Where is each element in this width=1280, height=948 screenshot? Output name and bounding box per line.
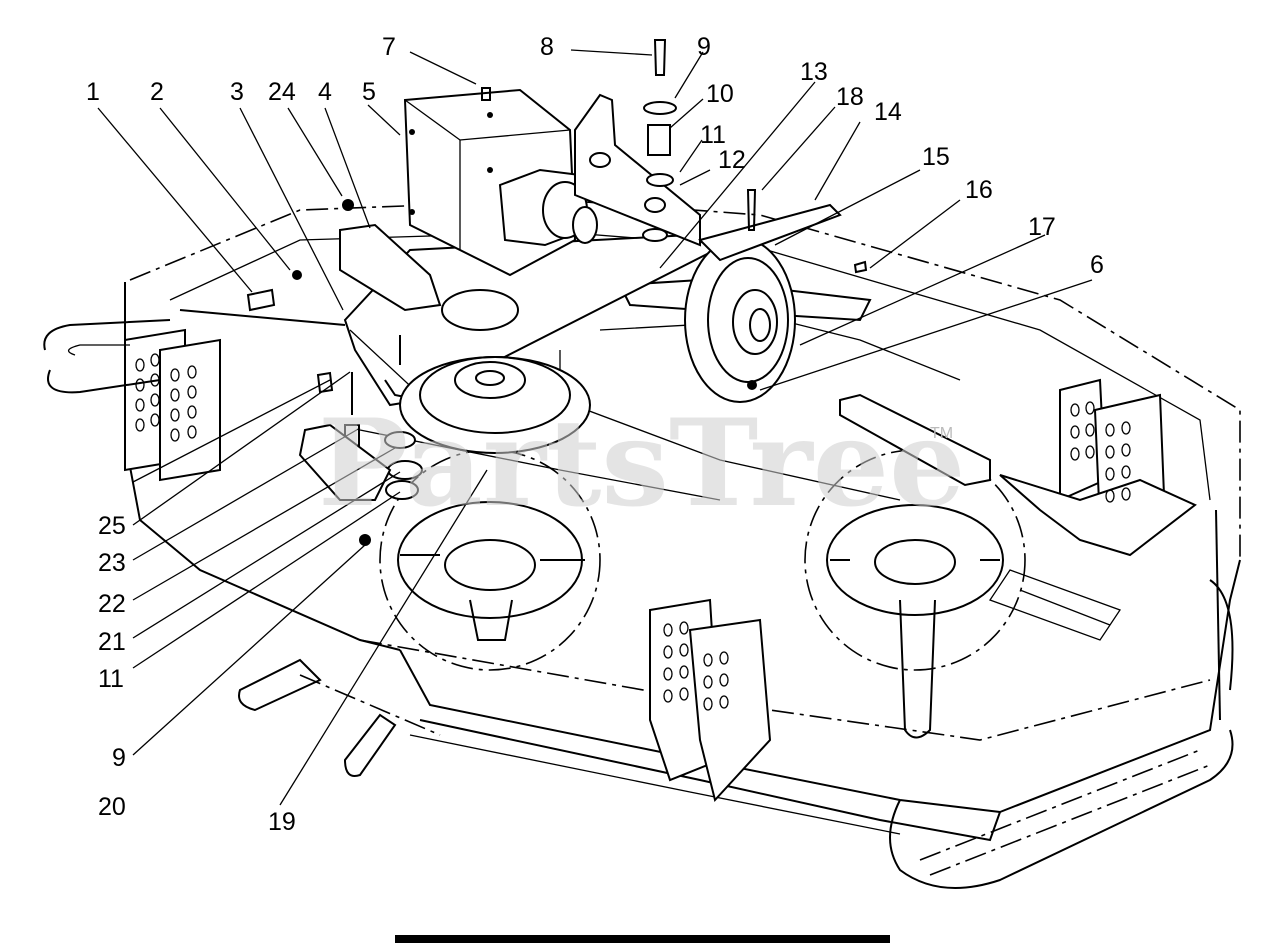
callout-11-top: 11 <box>700 121 726 149</box>
callout-16: 16 <box>965 176 993 204</box>
callout-5: 5 <box>362 78 376 106</box>
watermark-text: PartsTree <box>318 393 965 534</box>
callout-21: 21 <box>98 628 126 656</box>
hardware-top <box>179 39 868 394</box>
callout-17: 17 <box>1028 213 1056 241</box>
hardware-left <box>298 335 423 546</box>
spindle-right <box>804 449 1026 739</box>
drive-pulley <box>399 356 591 454</box>
callout-4: 4 <box>318 78 332 106</box>
footer-strip <box>395 935 890 943</box>
callout-labels: 1 2 3 24 4 5 7 8 9 10 11 12 13 18 14 15 … <box>86 33 1104 836</box>
watermark: PartsTree TM <box>318 393 965 534</box>
callout-15: 15 <box>922 143 950 171</box>
callout-14: 14 <box>874 98 902 126</box>
callout-9-top: 9 <box>697 33 711 61</box>
callout-18: 18 <box>836 83 864 111</box>
callout-7: 7 <box>382 33 396 61</box>
callout-9-bottom: 9 <box>112 744 126 772</box>
bracket-left <box>124 328 221 482</box>
callout-3: 3 <box>230 78 244 106</box>
callout-2: 2 <box>150 78 164 106</box>
hitch-arms <box>43 319 441 777</box>
gearbox <box>403 88 598 277</box>
callout-6: 6 <box>1090 251 1104 279</box>
callout-20: 20 <box>98 793 126 821</box>
bracket-right <box>999 378 1197 557</box>
callout-1: 1 <box>86 78 100 106</box>
callout-13: 13 <box>800 58 828 86</box>
callout-8: 8 <box>540 33 554 61</box>
callout-10: 10 <box>706 80 734 108</box>
callout-25: 25 <box>98 512 126 540</box>
callout-24: 24 <box>268 78 296 106</box>
idler-pulley <box>684 203 842 403</box>
callout-22: 22 <box>98 590 126 618</box>
callout-19: 19 <box>268 808 296 836</box>
callout-23: 23 <box>98 549 126 577</box>
angle-bracket <box>339 223 442 312</box>
watermark-trademark: TM <box>930 425 953 442</box>
callout-11-bottom: 11 <box>98 665 124 693</box>
leader-lines <box>97 49 1093 806</box>
spindle-left <box>379 449 601 671</box>
callout-12: 12 <box>718 146 746 174</box>
